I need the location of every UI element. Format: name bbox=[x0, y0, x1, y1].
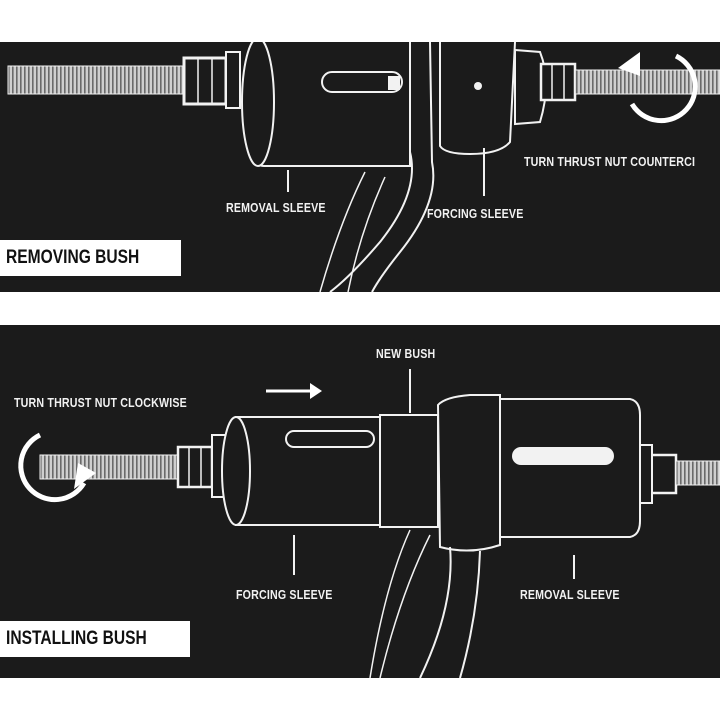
housing-arm-inner bbox=[371, 42, 435, 292]
label-new-bush: NEW BUSH bbox=[376, 346, 436, 361]
removal-sleeve-body bbox=[499, 398, 641, 538]
threaded-rod-right bbox=[574, 69, 720, 95]
rotation-arrow-ccw-icon bbox=[629, 53, 698, 124]
rotation-arrow-cw-icon bbox=[18, 432, 87, 503]
removing-bush-tag: REMOVING BUSH bbox=[0, 240, 181, 276]
label-removal-sleeve: REMOVAL SLEEVE bbox=[520, 587, 620, 602]
removal-sleeve-slot bbox=[512, 447, 614, 465]
removing-bush-illustration bbox=[7, 42, 720, 292]
housing bbox=[436, 394, 501, 552]
hex-nut bbox=[182, 56, 228, 106]
label-forcing-sleeve: FORCING SLEEVE bbox=[236, 587, 333, 602]
label-turn-thrust-nut: TURN THRUST NUT CLOCKWISE bbox=[14, 395, 187, 410]
forcing-sleeve bbox=[439, 42, 516, 156]
installing-bush-tag: INSTALLING BUSH bbox=[0, 621, 190, 657]
label-removal-sleeve: REMOVAL SLEEVE bbox=[226, 200, 326, 215]
removal-sleeve-end bbox=[241, 42, 275, 167]
installing-bush-panel: NEW BUSH TURN THRUST NUT CLOCKWISE FORCI… bbox=[0, 325, 720, 678]
housing-arm-inner bbox=[459, 550, 481, 678]
removing-bush-panel: REMOVAL SLEEVE FORCING SLEEVE TURN THRUS… bbox=[0, 42, 720, 292]
housing-arm-outer bbox=[329, 42, 413, 292]
threaded-rod-left bbox=[7, 65, 187, 95]
label-turn-thrust-nut: TURN THRUST NUT COUNTERCI bbox=[524, 154, 696, 169]
thrust-nut bbox=[539, 62, 577, 102]
threaded-rod-right bbox=[675, 460, 720, 486]
hex-nut bbox=[176, 445, 214, 489]
installing-bush-illustration bbox=[18, 369, 720, 678]
removing-bush-title: REMOVING BUSH bbox=[6, 247, 140, 268]
removal-sleeve-body bbox=[257, 42, 411, 167]
sleeve-slot bbox=[285, 430, 375, 448]
installing-bush-title: INSTALLING BUSH bbox=[6, 628, 147, 649]
housing-arm-outer bbox=[419, 546, 452, 678]
new-bush bbox=[379, 414, 439, 528]
thrust-nut bbox=[648, 453, 678, 495]
label-forcing-sleeve: FORCING SLEEVE bbox=[427, 206, 524, 221]
sleeve-slot bbox=[321, 71, 403, 93]
threaded-rod-left bbox=[39, 454, 181, 480]
washer bbox=[225, 51, 241, 109]
